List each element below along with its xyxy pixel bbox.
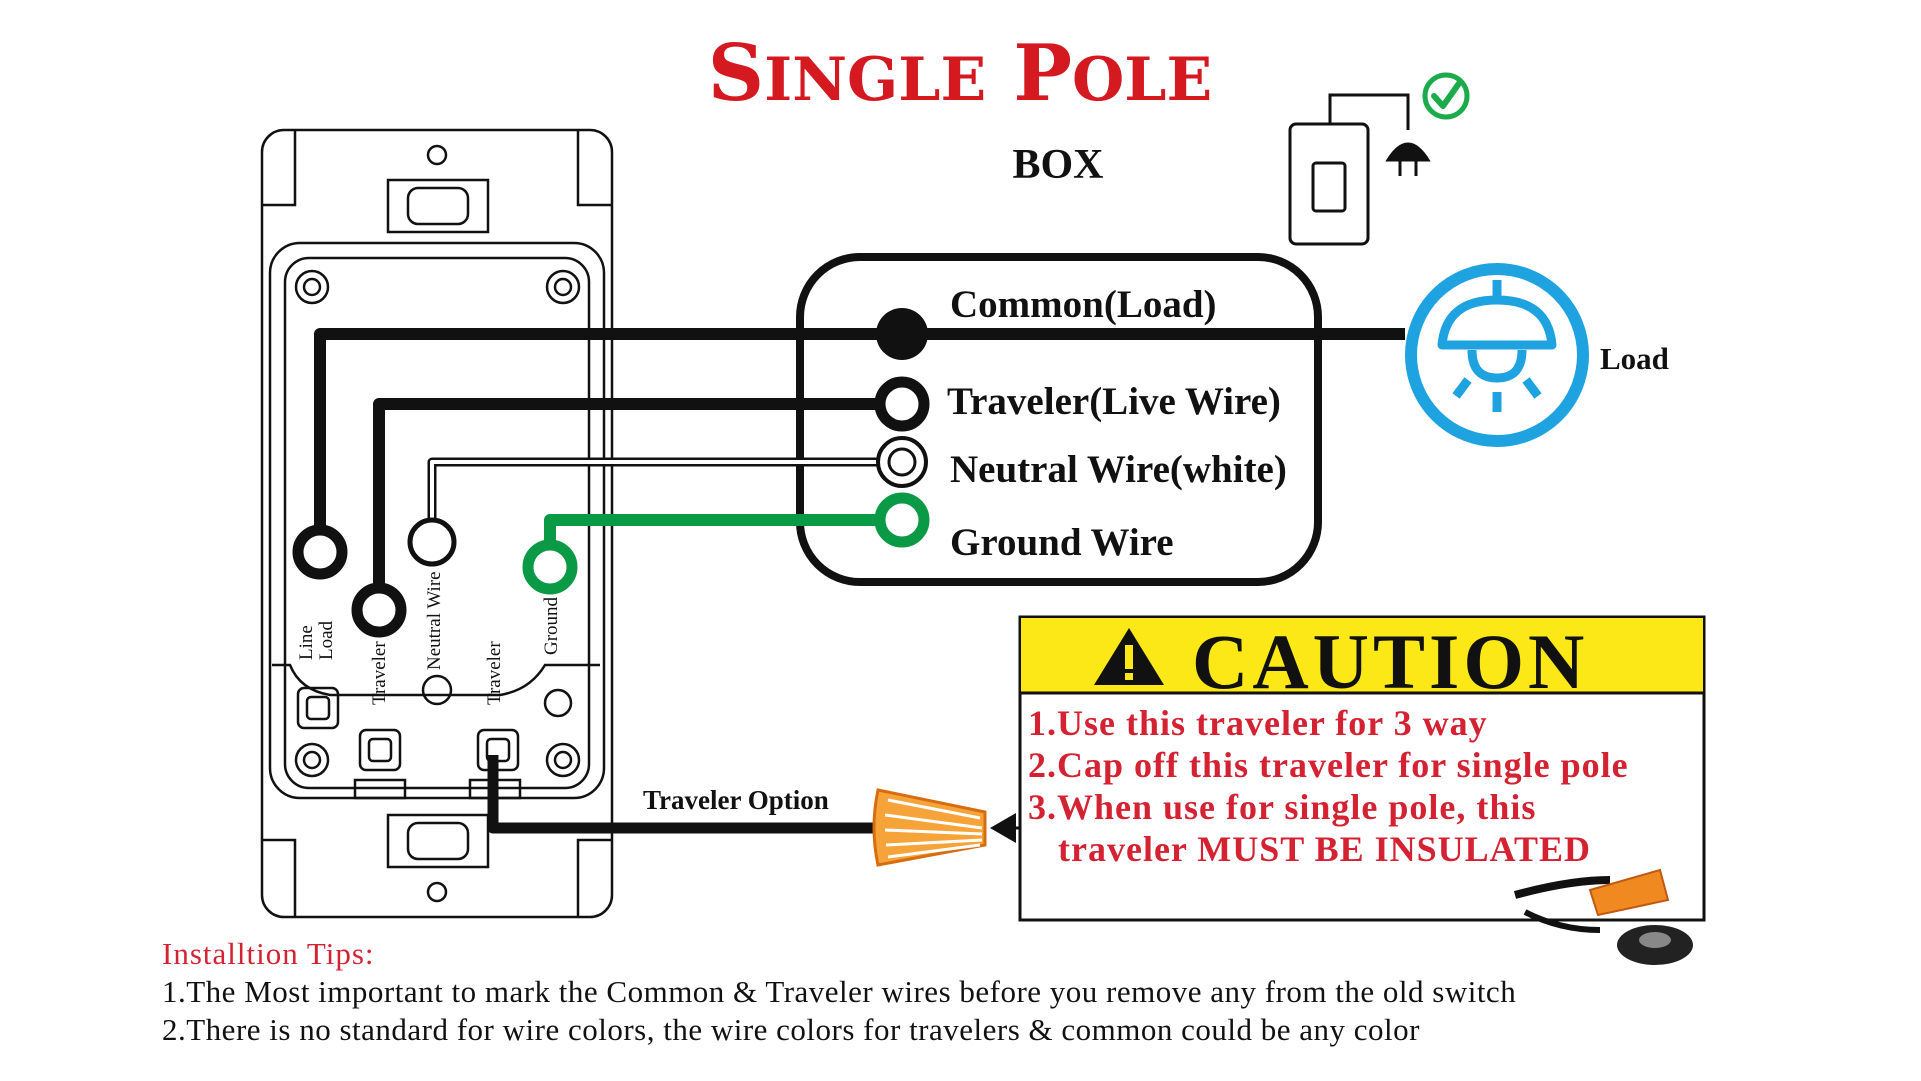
traveler-connector	[874, 376, 930, 432]
neutral-wire-inner	[430, 460, 902, 540]
lightbulb-icon	[1405, 263, 1589, 447]
common-wire-label: Common(Load)	[950, 283, 1217, 326]
traveler-wire-label: Traveler(Live Wire)	[947, 380, 1281, 423]
neutral-wire-label: Neutral Wire(white)	[950, 448, 1287, 491]
terminal-line-label: Line	[296, 625, 317, 660]
common-connector	[876, 308, 928, 360]
junction-box	[796, 253, 1322, 586]
check-icon	[1422, 72, 1470, 120]
neutral-terminal	[407, 517, 457, 567]
load-label: Load	[1600, 341, 1669, 376]
terminal-traveler-bottom-label: Traveler	[484, 641, 505, 705]
electrical-tape-icon	[1513, 868, 1693, 965]
wall-switch-icon	[1288, 93, 1431, 246]
caution-panel: CAUTION 1.Use this traveler for 3 way 2.…	[1018, 615, 1706, 965]
caution-line-2: 2.Cap off this traveler for single pole	[1028, 745, 1629, 785]
ground-terminal	[522, 539, 578, 595]
tips-line-1: 1.The Most important to mark the Common …	[162, 974, 1516, 1009]
wire-nut-icon	[872, 788, 1030, 867]
neutral-wire-outer	[427, 457, 902, 540]
ground-wire-label: Ground Wire	[950, 521, 1174, 564]
neutral-connector	[876, 436, 928, 488]
tips-line-2: 2.There is no standard for wire colors, …	[162, 1012, 1420, 1047]
traveler-terminal	[351, 582, 407, 638]
box-label: BOX	[1012, 142, 1103, 188]
warning-triangle-icon	[1094, 628, 1164, 685]
tips-heading: Installtion Tips:	[162, 936, 375, 971]
terminal-traveler-top-label: Traveler	[369, 641, 390, 705]
traveler-wire	[373, 398, 902, 610]
caution-title: CAUTION	[1192, 618, 1588, 705]
wires	[314, 328, 1405, 834]
traveler-option-wire	[487, 755, 888, 834]
ground-connector	[874, 492, 930, 548]
terminal-ground-label: Ground	[541, 596, 562, 655]
terminal-load-label: Load	[316, 620, 337, 660]
caution-line-4: traveler MUST BE INSULATED	[1028, 829, 1591, 869]
page-title: SINGLE POLE	[708, 28, 1212, 119]
terminal-labels: Line Load Traveler Neutral Wire Traveler…	[296, 571, 562, 705]
traveler-option-label: Traveler Option	[643, 785, 829, 815]
common-wire	[314, 328, 1405, 548]
caution-line-3: 3.When use for single pole, this	[1028, 787, 1536, 827]
line-load-terminal	[292, 524, 348, 580]
caution-line-1: 1.Use this traveler for 3 way	[1028, 703, 1488, 743]
terminal-neutral-label: Neutral Wire	[424, 571, 445, 670]
